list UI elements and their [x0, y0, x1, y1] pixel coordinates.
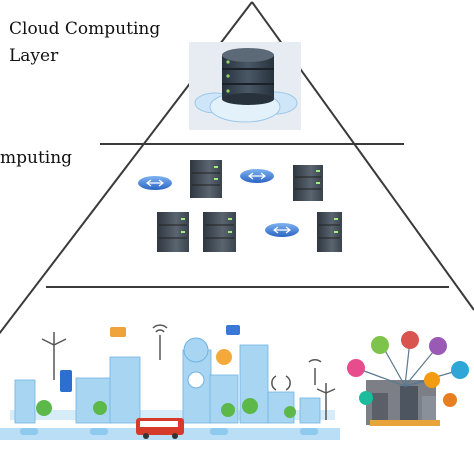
router-icon [138, 176, 172, 190]
fog-layer-label: mputing [0, 148, 73, 168]
cloud-layer-label-line2: Layer [9, 46, 59, 66]
router-icon [265, 223, 299, 237]
server-icon [190, 160, 222, 198]
server-icon [293, 165, 323, 201]
cloud-database-icon [189, 42, 301, 130]
server-icon [157, 212, 189, 252]
fog-devices [138, 160, 342, 252]
server-icon [203, 212, 236, 252]
database-icon [222, 48, 274, 105]
iot-tree-icon [347, 331, 469, 426]
bus-icon [136, 418, 184, 439]
smart-city-icon [0, 324, 340, 440]
router-icon [240, 169, 274, 183]
server-icon [317, 212, 342, 252]
cloud-layer-label-line1: Cloud Computing [9, 19, 161, 39]
